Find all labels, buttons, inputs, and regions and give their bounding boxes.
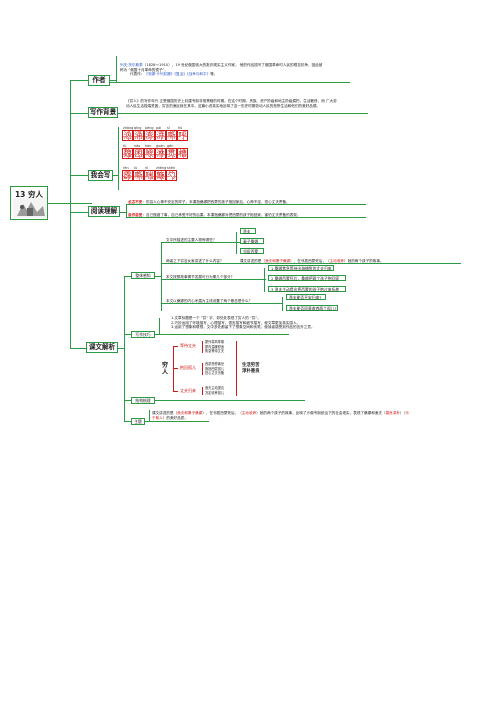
pinyin-label: hū [178, 125, 183, 130]
character-box: 魏 [122, 148, 133, 159]
q1-answer-1: 渔夫 [240, 228, 256, 234]
pinyin-label: qīng [134, 125, 142, 130]
author-line-2: 称为 “俄国十月革命的镜子”。 [120, 67, 168, 72]
reading-item-1: 忐忑不安：形容人心神不安定的样子。本课指桑娜把西蒙的孩子抱回家后，心神不定，担心… [128, 199, 290, 204]
q3-answer-2: 2 桑娜西蒙死后，桑娜把两个孩子抱回家 [268, 275, 346, 281]
author-line-1: 列夫·托尔斯泰（1828～1910），19 世纪俄国伟大的批判现实主义作家。 他… [120, 63, 323, 67]
branch-2-item-3: 担心丈夫责备 [205, 371, 225, 375]
pinyin-label: lù [134, 165, 138, 170]
character-box: 喘 [144, 170, 155, 181]
branch-1-item-1: 屋外寒风呼啸 [205, 340, 225, 344]
pinyin-label: rēn [123, 165, 129, 170]
character-box: 槽 [177, 148, 188, 159]
conclusion-1: 生活穷苦 [242, 363, 260, 368]
pinyin-label: hàn [145, 143, 152, 148]
pinyin-label: zhǎng [123, 125, 134, 130]
q1-answer-3: 邻居西蒙 [240, 248, 264, 254]
character-box: 喉 [144, 148, 155, 159]
branch-1: 等待丈夫 [180, 343, 196, 348]
author-line-3: 代表作：《安娜·卡列尼娜》《复活》《战争与和平》等。 [130, 72, 218, 77]
reading-item-2: 自作自受：自己做错了事，自己承受不好的后果。本课指桑娜对把西蒙的孩子抱回家，害怕… [128, 212, 301, 217]
branch-2-item-2: 抱回西蒙孤儿 [205, 366, 225, 371]
branch-3: 丈夫归来 [180, 388, 196, 393]
section-analysis: 课文解析 [86, 342, 118, 353]
title-node: 13 穷人 [10, 186, 48, 220]
pinyin-label: pài [156, 125, 162, 130]
pinyin-label: nǎo [134, 143, 141, 148]
character-box: 呼 [177, 130, 188, 141]
character-box: 湃 [155, 130, 166, 141]
branch-2: 抱回孤儿 [180, 365, 196, 370]
page-title: 13 穷人 [14, 190, 44, 199]
character-box: 涌 [133, 130, 144, 141]
theme-line-2: 于助人）的美好品质。 [152, 415, 188, 420]
character-box: 簸 [155, 170, 166, 181]
pinyin-label: nǐ [145, 165, 149, 170]
background-line-2: 动人民生活极端贫困，穷苦的渔民就在其中。这篇小说真实地反映了这一历史时期劳动人民… [126, 103, 321, 108]
structure-node: 结构梳理 [131, 397, 155, 404]
section-writing: 我会写 [88, 170, 113, 181]
branch-3-item-1: 渔夫主动提议 [205, 386, 225, 390]
character-box: 淋 [155, 148, 166, 159]
character-box: 嘶 [133, 170, 144, 181]
character-box: 霹 [122, 170, 133, 181]
theme-line-1: 课文讲述的是（渔夫和妻子桑娜），在邻居西蒙死后，（主动收养）她的两个孩子的故事，… [152, 411, 409, 415]
conclusion-2: 淳朴善良 [242, 369, 260, 374]
structure-diagram: 穷人 等待丈夫 抱回孤儿 丈夫归来 屋外寒风呼啸 屋内温暖舒适 焦急等待丈夫 西… [160, 340, 300, 398]
branch-2-item-1: 西蒙悲惨离世 [205, 362, 225, 366]
section-author: 作者 [88, 75, 110, 86]
pinyin-label: guàn [156, 143, 165, 148]
pinyin-label: zhēng [156, 165, 167, 170]
techniques-node: 写作技巧 [131, 331, 155, 338]
q4-text: 本文以桑娜的内心矛盾为主线设置了两个悬念是什么？ [166, 298, 253, 303]
pinyin-label: shēn [167, 165, 176, 170]
q4-answer-2: 渔夫能否同意收养两个孤儿? [286, 305, 338, 311]
tech-line-2: 2.巧妙运用了环境描写、心理描写、语言描写和细节描写，使文章更加真实感人。 [171, 320, 301, 325]
character-box: 勺 [166, 170, 177, 181]
q1-text: 文中所描述的主要人物有哪些？ [166, 238, 217, 242]
character-box: 澎 [144, 130, 155, 141]
pinyin-label: gēn [167, 143, 174, 148]
character-box: 困 [133, 148, 144, 159]
section-reading: 阅读理解 [88, 206, 120, 217]
theme-node: 主题 [131, 418, 145, 425]
tech-line-1: 1.文章标题是一个 “穷” 字，却处处表现了穷人的 “穷”。 [171, 316, 261, 320]
pinyin-label: péng [145, 125, 154, 130]
branch-3-item-2: 决定收养孤儿 [205, 390, 225, 395]
tech-line-3: 3.运用了想象和联想，文中多处都留下了想象空间和伏笔，使读者感受到作品的言外之意… [171, 325, 315, 330]
pinyin-label: fú [123, 143, 127, 148]
q3-text: 本文按照故事情节发展可分为哪几个部分？ [166, 274, 235, 279]
branch-1-item-3: 焦急等待丈夫 [205, 349, 225, 353]
character-box: 贯 [166, 148, 177, 159]
branch-1-item-2: 屋内温暖舒适 [205, 344, 225, 349]
overall-node: 整体感知 [131, 272, 155, 279]
q2-text: 两者之下穷苦女家讲述了什么内容？ 课文讲述的是（渔夫和妻子桑娜），在邻居西蒙死后… [166, 259, 384, 263]
q1-answer-2: 妻子桑娜 [240, 238, 264, 244]
illustration-image [13, 198, 47, 218]
q3-answer-1: 1 桑娜焦急等待出海捕鱼的丈夫归来 [268, 265, 334, 271]
q3-answer-3: 3 渔夫主动提出把西蒙的孩子抱过来抚养 [268, 286, 346, 292]
pinyin-label: sī [167, 125, 170, 130]
background-line-1: 《穷人》的写作年代 正是俄国历史上封建专制非常黑暗的时期。在这个时期，贵族、资产… [126, 99, 337, 103]
character-box: 嘶 [166, 130, 177, 141]
q4-answer-1: 渔夫能否平安归来? [286, 294, 326, 300]
character-box: 汹 [122, 130, 133, 141]
center-word: 穷人 [162, 362, 169, 376]
section-background: 写作背景 [88, 107, 118, 118]
